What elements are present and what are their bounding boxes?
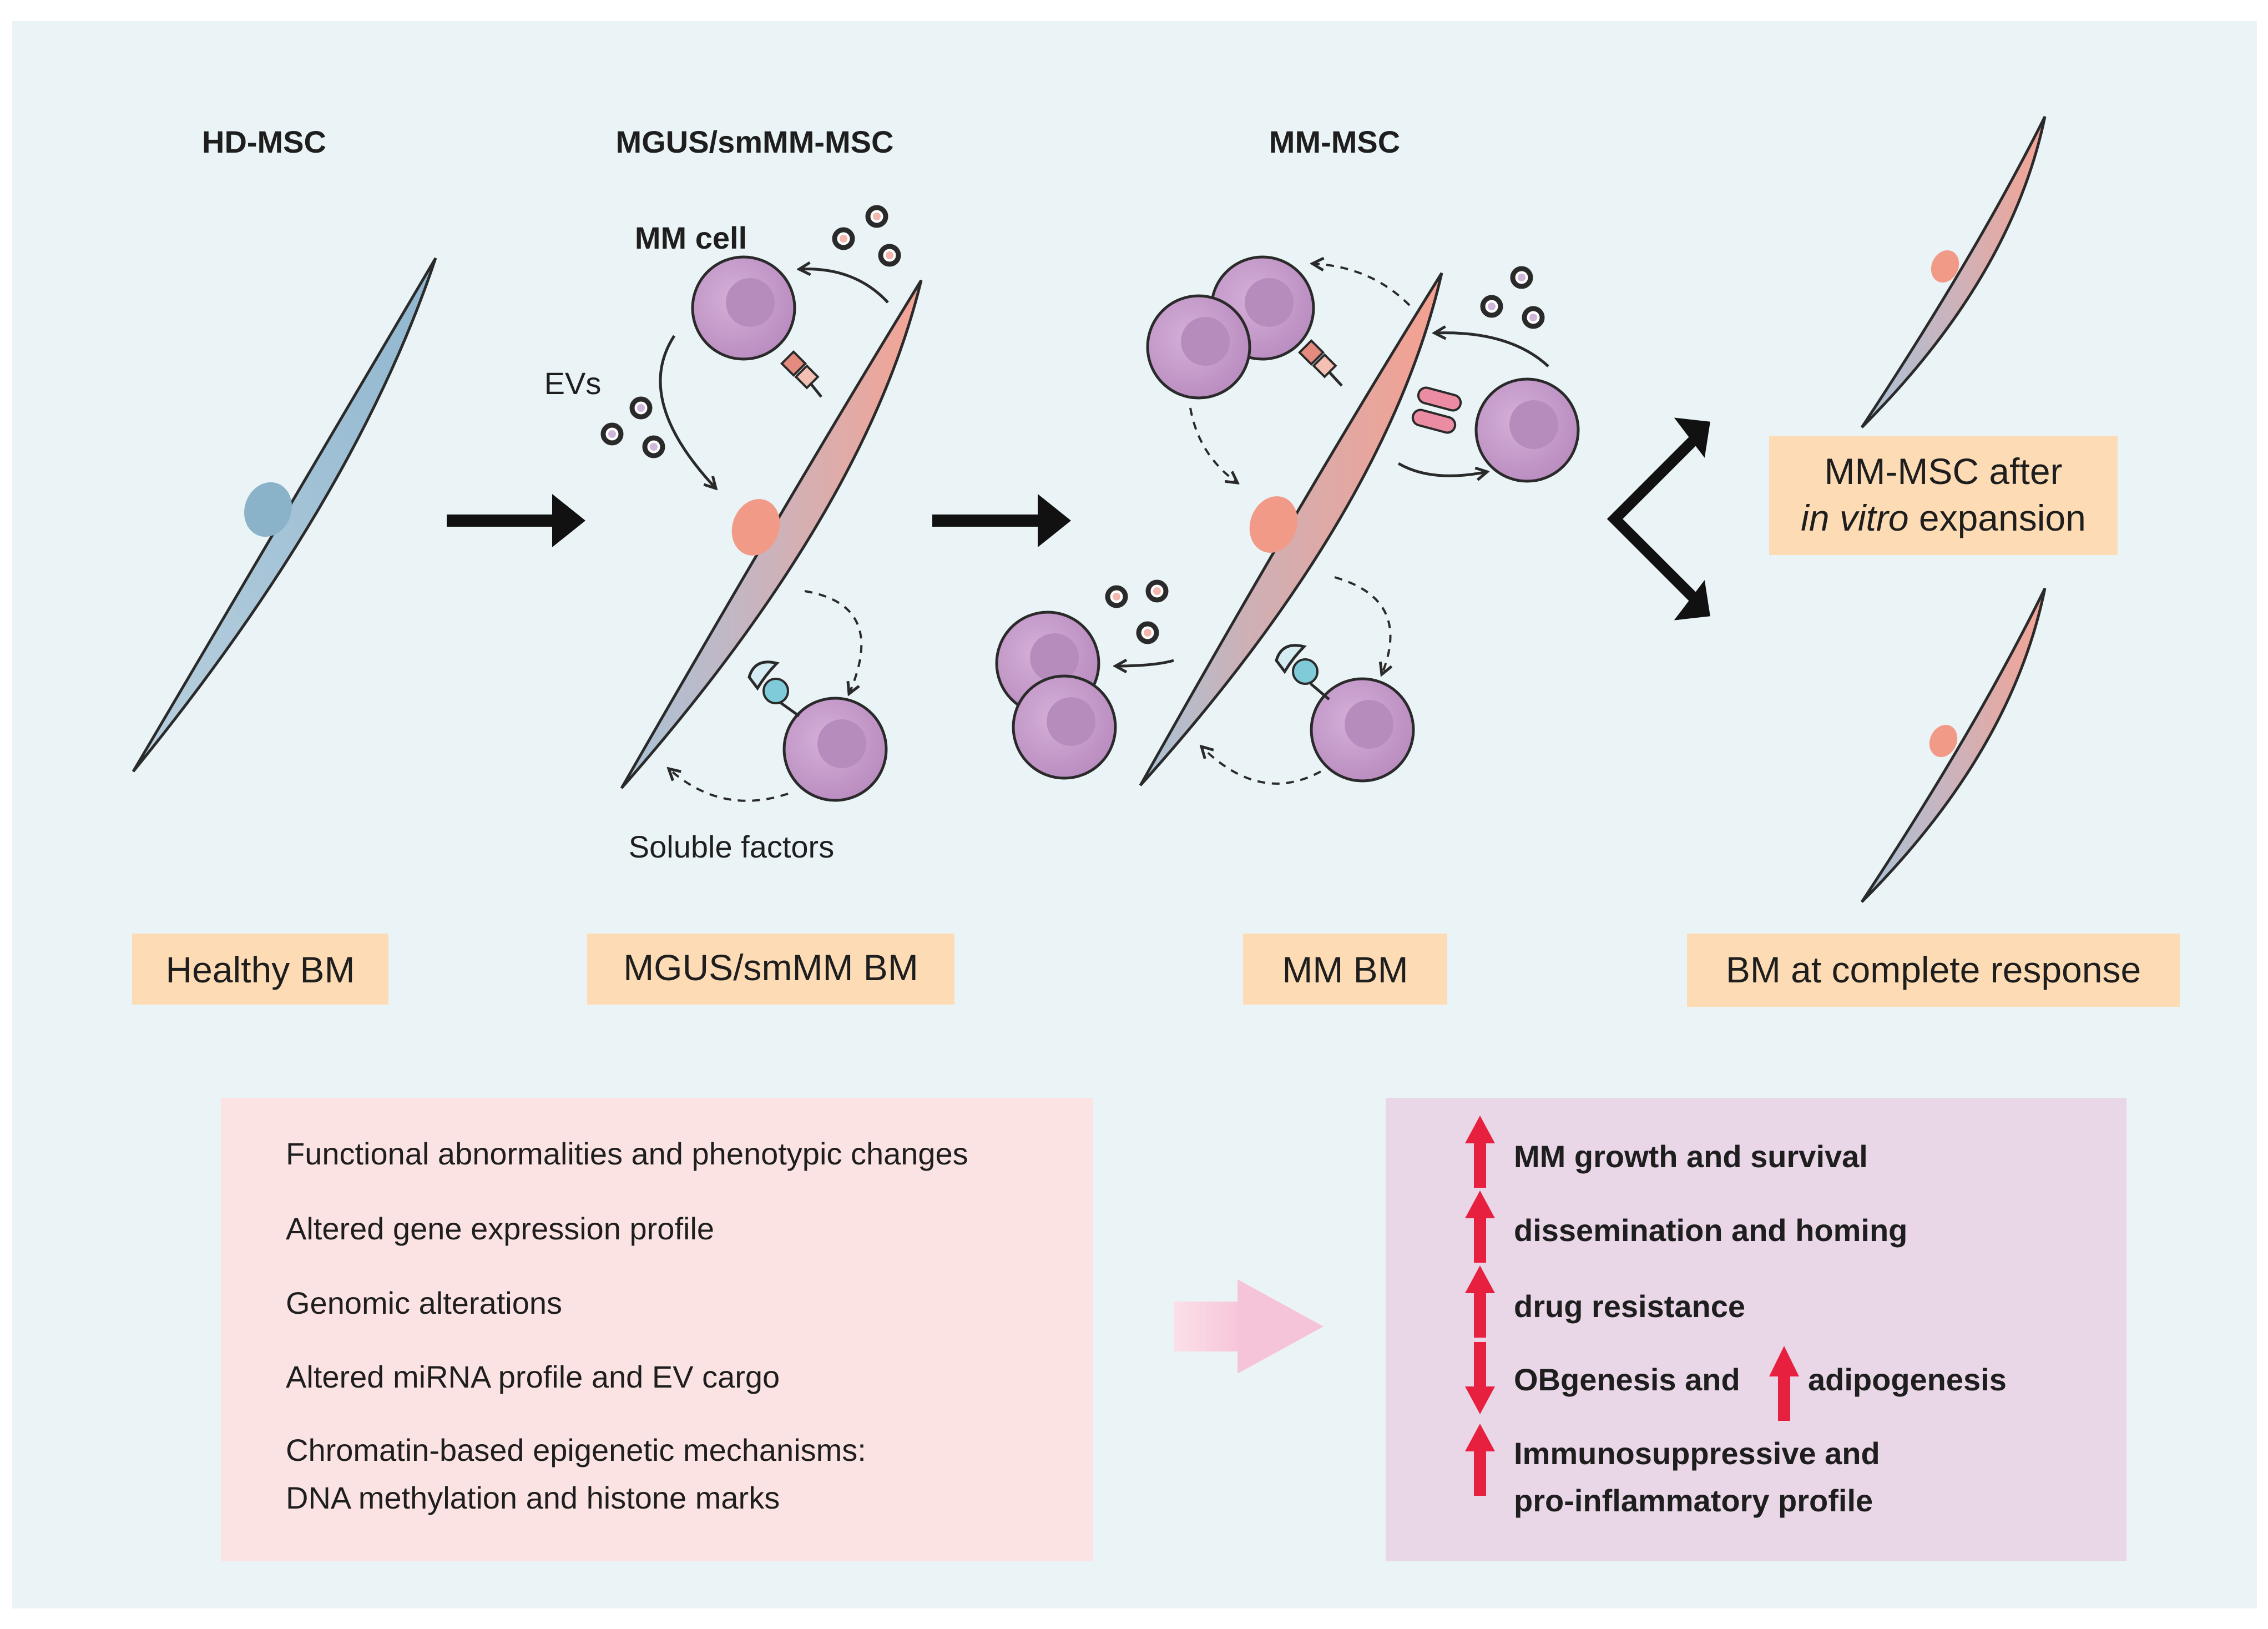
evs-label: EVs — [544, 366, 602, 401]
red-up-arrow-icon-3 — [1465, 1265, 1495, 1338]
red-up-arrow-icon-5 — [1465, 1424, 1495, 1496]
dashed-arrow-mm-bottom — [1201, 747, 1321, 785]
branch-arrows — [1607, 417, 1710, 621]
expansion-rest: expansion — [1909, 497, 2086, 538]
arrow-mm-bottom-left — [1115, 660, 1174, 666]
effect-immuno-line1: Immunosuppressive and — [1514, 1436, 1880, 1471]
effect-obgenesis: OBgenesis and — [1514, 1362, 1740, 1397]
arrow-msc-to-mm-mgus — [799, 269, 889, 304]
mm-cell-mm-top-1 — [1148, 296, 1250, 398]
expansion-italic: in vitro — [1801, 497, 1908, 538]
stage-title-hd-msc: HD-MSC — [202, 124, 326, 159]
hd-msc-cell — [132, 257, 437, 773]
alteration-item-5a: Chromatin-based epigenetic mechanisms: — [286, 1433, 866, 1467]
arrow-mm-right-top — [1434, 333, 1549, 367]
ev-cluster-mgus-left — [600, 396, 665, 458]
cyan-receptor-mm — [1275, 644, 1330, 700]
adhesion-receptor-mgus — [780, 350, 822, 398]
mm-cell-mgus-bottom — [784, 698, 886, 800]
effect-growth: MM growth and survival — [1514, 1139, 1868, 1174]
ev-cluster-mgus-top — [832, 205, 901, 267]
red-up-arrow-icon-2 — [1465, 1191, 1495, 1263]
dashed-arrow-mm-top — [1312, 264, 1411, 306]
label-box-complete-response: BM at complete response — [1687, 934, 2180, 1007]
effects-box — [1386, 1098, 2126, 1561]
healthy-bm-label: Healthy BM — [165, 949, 355, 990]
effect-dissemination: dissemination and homing — [1514, 1213, 1907, 1248]
dashed-arrow-mgus-bottom — [669, 769, 789, 802]
mm-cell-label: MM cell — [635, 220, 747, 255]
alteration-item-2: Altered gene expression profile — [286, 1211, 714, 1246]
label-box-mgus-bm: MGUS/smMM BM — [587, 934, 954, 1005]
mgus-msc-cell — [620, 279, 923, 789]
mm-cell-mm-right — [1476, 379, 1578, 481]
progression-arrow-1 — [447, 494, 585, 547]
effect-immuno-line2: pro-inflammatory profile — [1514, 1483, 1873, 1518]
alteration-item-1: Functional abnormalities and phenotypic … — [286, 1136, 968, 1171]
pink-transition-arrow — [1174, 1279, 1324, 1374]
alterations-box: Functional abnormalities and phenotypic … — [221, 1098, 1093, 1561]
effect-drug-resistance: drug resistance — [1514, 1289, 1745, 1324]
red-up-arrow-icon-1 — [1465, 1116, 1495, 1188]
expansion-label-line1: MM-MSC after — [1825, 451, 2063, 492]
progression-arrow-2 — [932, 494, 1071, 547]
expansion-label-line2: in vitro expansion — [1801, 497, 2086, 538]
arrow-mm-right-bottom — [1397, 462, 1487, 476]
label-box-expansion: MM-MSC after in vitro expansion — [1769, 436, 2118, 555]
msc-after-expansion-cell — [1860, 115, 2047, 428]
dashed-arrow-mgus-right — [804, 590, 863, 694]
pink-receptor-mm — [1411, 386, 1462, 434]
label-box-mm-bm: MM BM — [1243, 934, 1447, 1005]
stage-title-mm-msc: MM-MSC — [1269, 124, 1400, 159]
mgus-bm-label: MGUS/smMM BM — [623, 947, 918, 988]
msc-complete-response-cell — [1860, 587, 2047, 903]
soluble-factors-label: Soluble factors — [629, 829, 834, 864]
stage-title-mgus-msc: MGUS/smMM-MSC — [616, 124, 894, 159]
complete-response-label: BM at complete response — [1726, 949, 2141, 990]
ev-cluster-mm-bottom — [1105, 579, 1169, 644]
mm-cell-mgus-top — [693, 257, 795, 359]
mm-bm-label: MM BM — [1282, 949, 1408, 990]
alteration-item-5b: DNA methylation and histone marks — [286, 1480, 780, 1515]
arrow-mm-to-msc-mgus — [659, 335, 716, 488]
mm-cell-mm-bottom-right — [1311, 679, 1413, 781]
alteration-item-3: Genomic alterations — [286, 1285, 562, 1320]
alteration-item-4: Altered miRNA profile and EV cargo — [286, 1359, 780, 1394]
dashed-arrow-mm-right — [1334, 576, 1391, 674]
cyan-receptor-mgus — [747, 660, 800, 718]
red-down-arrow-icon — [1465, 1342, 1495, 1414]
dashed-arrow-mm-left — [1189, 407, 1237, 483]
mm-cell-mm-bottom-left-2 — [1013, 676, 1115, 778]
ev-cluster-mm-top — [1480, 266, 1545, 329]
mm-msc-cell — [1139, 272, 1443, 786]
adhesion-receptor-mm — [1297, 339, 1343, 387]
label-box-healthy-bm: Healthy BM — [132, 934, 388, 1005]
red-up-arrow-icon-4 — [1769, 1346, 1799, 1421]
effect-adipogenesis: adipogenesis — [1808, 1362, 2007, 1397]
